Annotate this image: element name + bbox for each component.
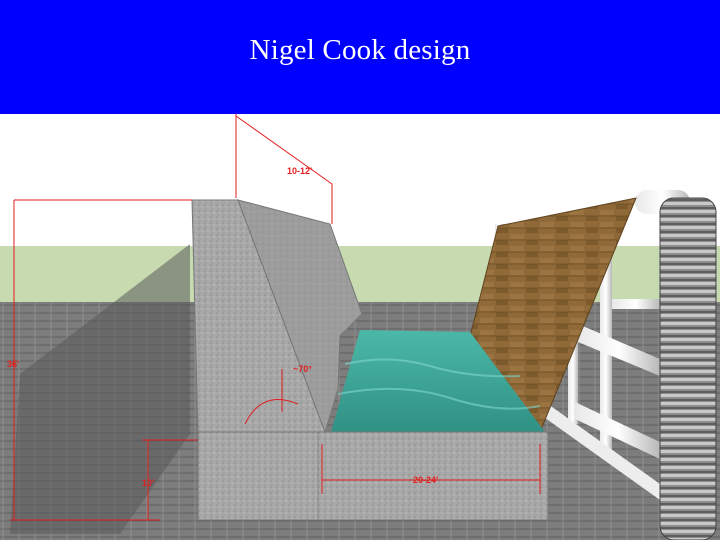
- dim-height: 36': [7, 359, 19, 369]
- dim-base-height: 10': [142, 478, 154, 488]
- dim-slope-angle: ~70°: [293, 364, 312, 374]
- wall-sloped-face: [237, 199, 363, 434]
- trough-base: [197, 431, 549, 521]
- water-trough: [330, 330, 548, 436]
- slide-title: Nigel Cook design: [249, 34, 471, 66]
- wall-shadow: [10, 244, 190, 534]
- dimension-lines: [10, 114, 541, 521]
- title-bar: [0, 0, 720, 114]
- ribbed-column: [660, 198, 716, 540]
- dim-top-width: 10-12': [287, 166, 312, 176]
- design-illustration: 10-12' 36' ~70° 10' 20-24': [0, 114, 720, 540]
- dim-trough-width: 20-24': [413, 475, 438, 485]
